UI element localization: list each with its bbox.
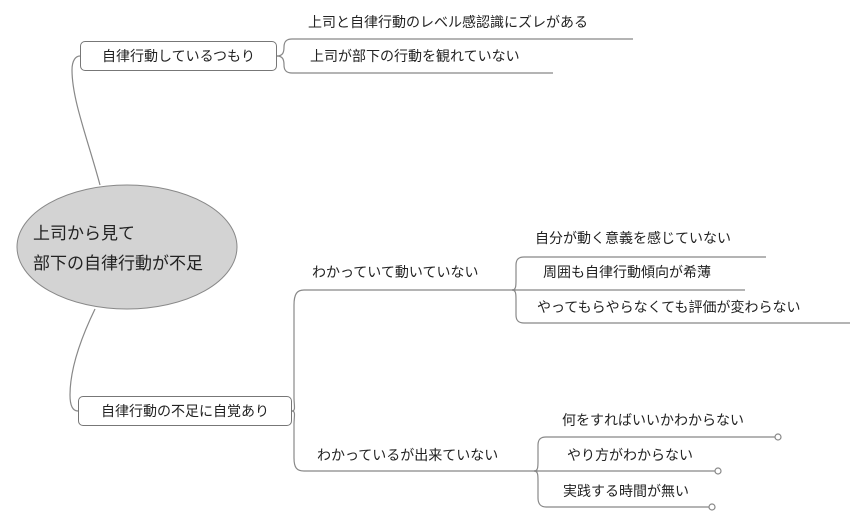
branch-node[interactable]: 自律行動の不足に自覚あり [78,396,292,426]
underline-sub-a [291,289,516,412]
leaf-node[interactable]: やってもらやらなくても評価が変わらない [537,300,801,316]
collapse-handle[interactable] [774,433,782,441]
leaf-node[interactable]: 上司と自律行動のレベル感認識にズレがある [308,15,588,31]
connector-central-branch2 [69,308,96,412]
underline-b1-c1 [276,38,633,57]
leaf-node[interactable]: 何をすればいいかわからない [562,413,744,429]
collapse-handle[interactable] [708,503,716,511]
leaf-node[interactable]: 実践する時間が無い [563,484,689,500]
collapse-handle[interactable] [714,467,722,475]
leaf-node[interactable]: 周囲も自律行動傾向が希薄 [543,265,711,281]
central-line-1: 上司から見て [33,224,135,244]
leaf-node[interactable]: 上司が部下の行動を観れていない [310,49,520,65]
central-line-2: 部下の自律行動が不足 [33,254,203,274]
underline-sub-b [291,410,538,472]
connector-central-branch1 [71,55,101,186]
sub-node[interactable]: わかっているが出来ていない [317,448,499,464]
underline-b1-c2 [276,55,553,74]
central-ellipse [16,184,238,310]
sub-node[interactable]: わかっていて動いていない [312,265,479,281]
leaf-node[interactable]: 自分が動く意義を感じていない [535,231,731,247]
leaf-node[interactable]: やり方がわからない [567,448,693,464]
central-topic[interactable]: 上司から見て 部下の自律行動が不足 [16,184,238,310]
branch-node[interactable]: 自律行動しているつもり [80,41,277,71]
